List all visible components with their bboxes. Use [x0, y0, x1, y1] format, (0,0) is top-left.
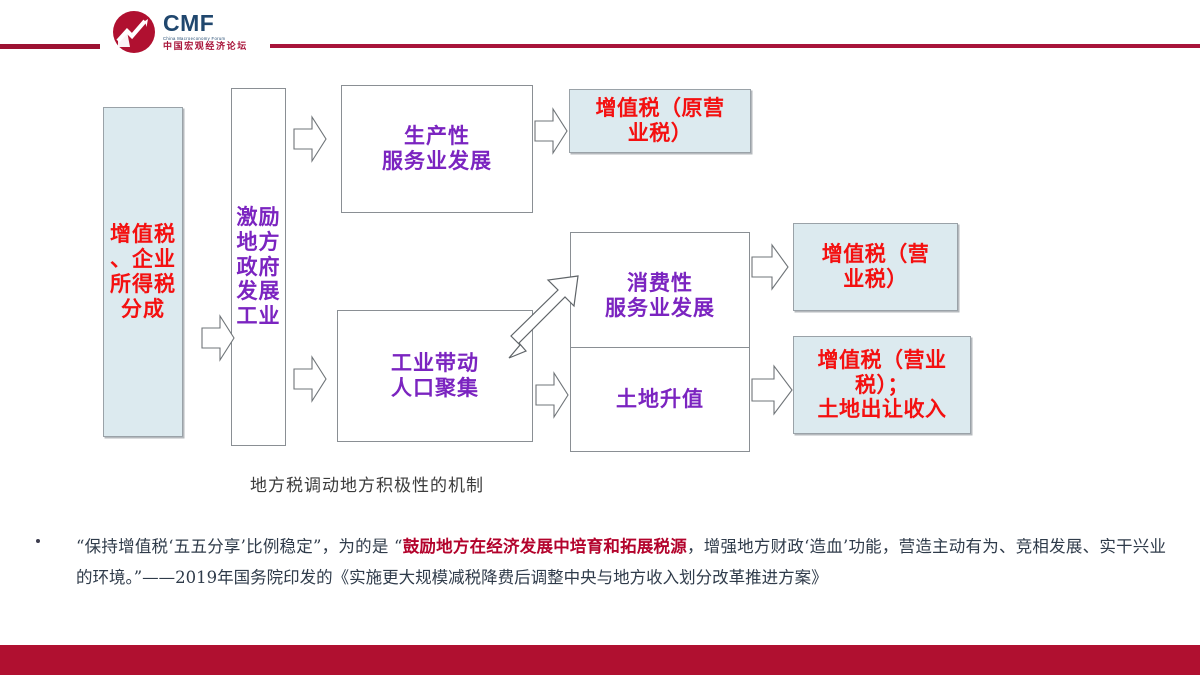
diagram-node-cons-service: 消费性 服务业发展 [570, 232, 750, 360]
diagram-node-vat-former: 增值税（原营 业税） [569, 89, 751, 153]
bullet-segment-plain-2: ，增强地方财政‘造血’功能，营造主动有为、竞相发展、实干兴业的环境。”——201… [76, 537, 1166, 587]
slide-footer-bar [0, 645, 1200, 675]
arrow-land-value-to-vat-land [750, 362, 794, 418]
header-rule-right [270, 44, 1200, 48]
logo-acronym: CMF [163, 9, 215, 36]
cmf-logo-text: CMF China Macroeconomy Forum 中国宏观经济论坛 [163, 9, 248, 53]
cmf-logo: CMF China Macroeconomy Forum 中国宏观经济论坛 [112, 6, 272, 58]
arrow-industry-pop-to-land-value [534, 370, 570, 420]
bullet-marker-icon [36, 539, 40, 543]
diagram-node-prod-service: 生产性 服务业发展 [341, 85, 533, 213]
diagram-caption: 地方税调动地方积极性的机制 [250, 476, 484, 496]
diagram-node-incentive: 激励 地方 政府 发展 工业 [231, 88, 286, 446]
bullet-block: “保持增值税‘五五分享’比例稳定”，为的是 “鼓励地方在经济发展中培育和拓展税源… [36, 531, 1166, 593]
diagram-node-vat-business: 增值税（营 业税） [793, 223, 958, 311]
arrow-share-to-incentive [200, 312, 236, 364]
arrow-cons-service-to-vat-business [750, 241, 790, 293]
arrow-incentive-to-prod-service [292, 114, 328, 164]
diagram-node-vat-land: 增值税（营业 税）； 土地出让收入 [793, 336, 971, 434]
diagram-node-industry-pop: 工业带动 人口聚集 [337, 310, 533, 442]
slide-header: CMF China Macroeconomy Forum 中国宏观经济论坛 [0, 0, 1200, 70]
bullet-segment-plain-1: “保持增值税‘五五分享’比例稳定”，为的是 “ [76, 537, 403, 556]
logo-english-name: China Macroeconomy Forum [163, 35, 226, 41]
diagram-node-land-value: 土地升值 [570, 347, 750, 452]
diagram-node-share: 增值税 、企业 所得税 分成 [103, 107, 183, 437]
cmf-circle-chart-logo-icon [112, 10, 156, 54]
bullet-paragraph: “保持增值税‘五五分享’比例稳定”，为的是 “鼓励地方在经济发展中培育和拓展税源… [76, 531, 1166, 593]
header-rule-left [0, 44, 100, 49]
logo-chinese-name: 中国宏观经济论坛 [163, 42, 248, 53]
tax-incentive-diagram: 增值税 、企业 所得税 分成 激励 地方 政府 发展 工业 生产性 服务业发展 … [0, 70, 1200, 490]
arrow-incentive-to-industry-pop [292, 354, 328, 404]
bullet-segment-highlight: 鼓励地方在经济发展中培育和拓展税源 [402, 537, 687, 556]
arrow-industry-pop-to-cons-service [500, 270, 586, 366]
arrow-prod-service-to-vat-former [533, 106, 569, 156]
